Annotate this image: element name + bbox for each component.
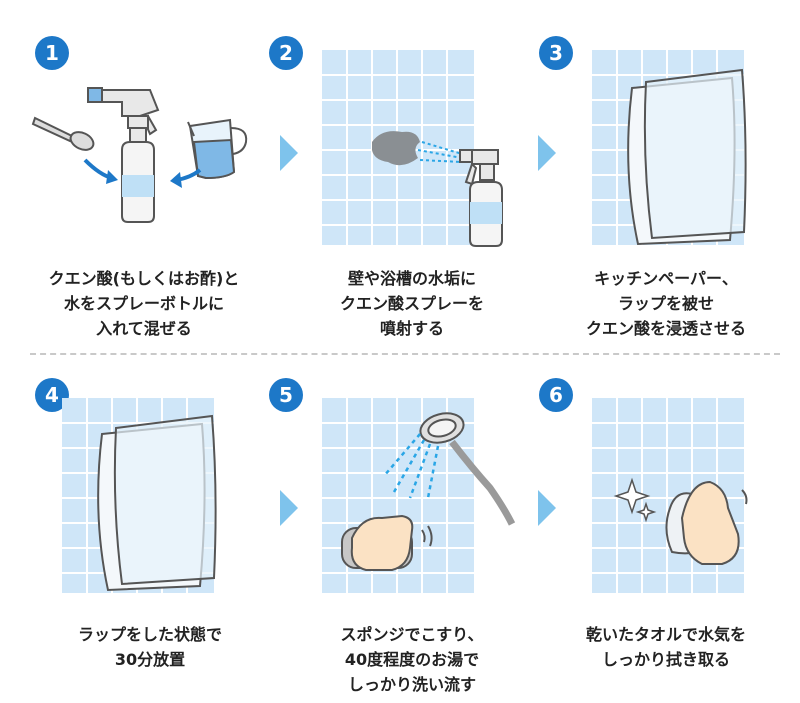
step-2-badge: 2 bbox=[269, 36, 303, 70]
step-5-illustration bbox=[322, 398, 516, 593]
next-arrow-icon bbox=[538, 135, 556, 171]
step-1-badge: 1 bbox=[35, 36, 69, 70]
spray-bottle-icon bbox=[87, 87, 160, 223]
next-arrow-icon bbox=[280, 490, 298, 526]
water-stream-icon bbox=[383, 433, 440, 499]
step-3-caption: キッチンペーパー、 ラップを被せ クエン酸を浸透させる bbox=[585, 269, 746, 338]
step-6-illustration bbox=[592, 398, 748, 593]
step-6-caption: 乾いたタオルで水気を しっかり拭き取る bbox=[585, 625, 746, 669]
spray-mist-icon bbox=[417, 141, 463, 163]
step-1-illustration bbox=[31, 87, 248, 223]
step-2-caption: 壁や浴槽の水垢に クエン酸スプレーを 噴射する bbox=[339, 269, 484, 338]
motion-lines-icon bbox=[741, 489, 748, 505]
hand-icon bbox=[350, 514, 414, 571]
row-divider bbox=[30, 353, 780, 355]
step-3-illustration bbox=[592, 50, 747, 246]
step-4-badge: 4 bbox=[35, 378, 69, 412]
sparkle-icon bbox=[613, 477, 657, 523]
step-3-badge: 3 bbox=[539, 36, 573, 70]
step-5-badge: 5 bbox=[269, 378, 303, 412]
spray-bottle-icon bbox=[459, 149, 503, 247]
step-1-caption: クエン酸(もしくはお酢)と 水をスプレーボトルに 入れて混ぜる bbox=[48, 269, 240, 338]
measuring-spoon-icon bbox=[31, 116, 95, 151]
step-5-caption: スポンジでこすり、 40度程度のお湯で しっかり洗い流す bbox=[340, 625, 484, 694]
measuring-cup-icon bbox=[187, 118, 248, 180]
plastic-wrap-icon bbox=[643, 68, 747, 240]
step-4-illustration bbox=[62, 398, 217, 593]
plastic-wrap-icon bbox=[113, 414, 217, 586]
next-arrow-icon bbox=[538, 490, 556, 526]
next-arrow-icon bbox=[280, 135, 298, 171]
hand-icon bbox=[680, 480, 740, 565]
step-6-badge: 6 bbox=[539, 378, 573, 412]
step-4-caption: ラップをした状態で 30分放置 bbox=[77, 625, 222, 669]
water-stain-icon bbox=[372, 131, 420, 166]
motion-lines-icon bbox=[421, 525, 433, 547]
shower-head-icon bbox=[419, 412, 516, 526]
step-2-illustration bbox=[322, 50, 503, 247]
